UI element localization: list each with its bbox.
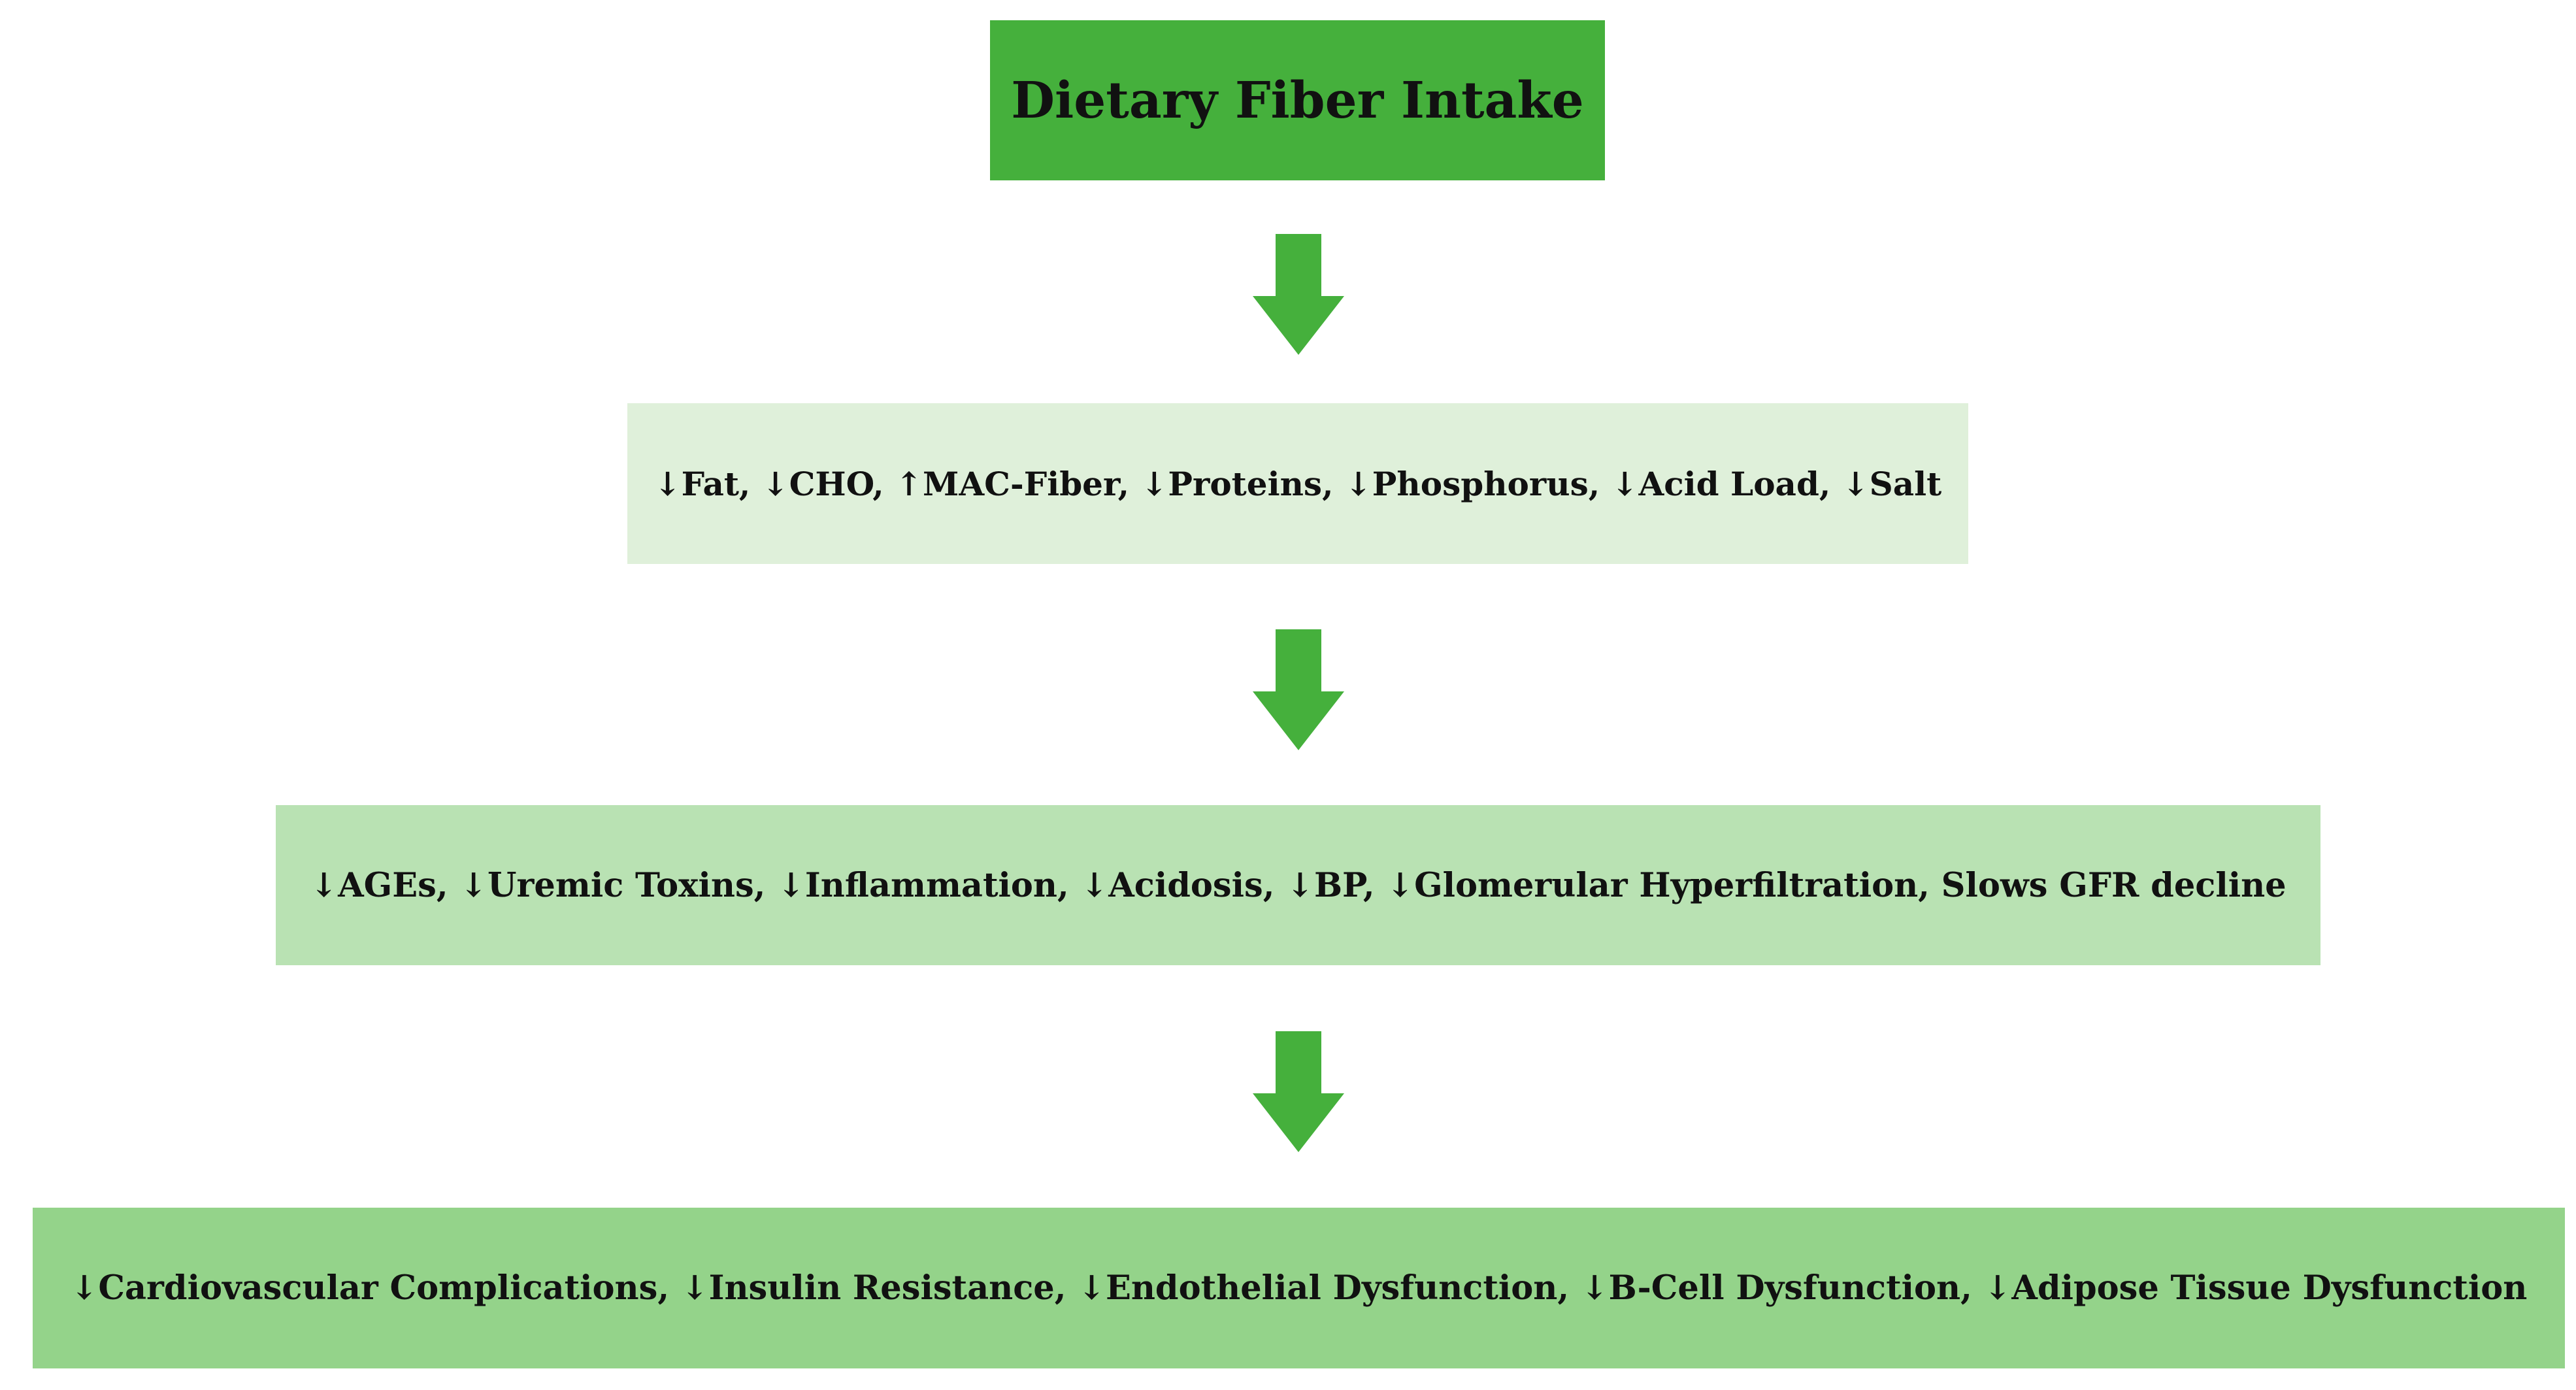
down-arrow-icon [1253, 234, 1344, 355]
dietary-fiber-intake-box: Dietary Fiber Intake [990, 20, 1605, 180]
systemic-outcomes-box: ↓Cardiovascular Complications, ↓Insulin … [33, 1208, 2565, 1368]
renal-effects-box: ↓AGEs, ↓Uremic Toxins, ↓Inflammation, ↓A… [276, 805, 2320, 965]
down-arrow-icon [1253, 629, 1344, 750]
renal-effects-label: ↓AGEs, ↓Uremic Toxins, ↓Inflammation, ↓A… [310, 865, 2287, 905]
dietary-composition-box: ↓Fat, ↓CHO, ↑MAC-Fiber, ↓Proteins, ↓Phos… [627, 403, 1968, 564]
down-arrow-icon [1253, 1031, 1344, 1152]
dietary-fiber-intake-label: Dietary Fiber Intake [1011, 71, 1584, 130]
systemic-outcomes-label: ↓Cardiovascular Complications, ↓Insulin … [70, 1268, 2528, 1308]
dietary-composition-label: ↓Fat, ↓CHO, ↑MAC-Fiber, ↓Proteins, ↓Phos… [653, 464, 1942, 503]
